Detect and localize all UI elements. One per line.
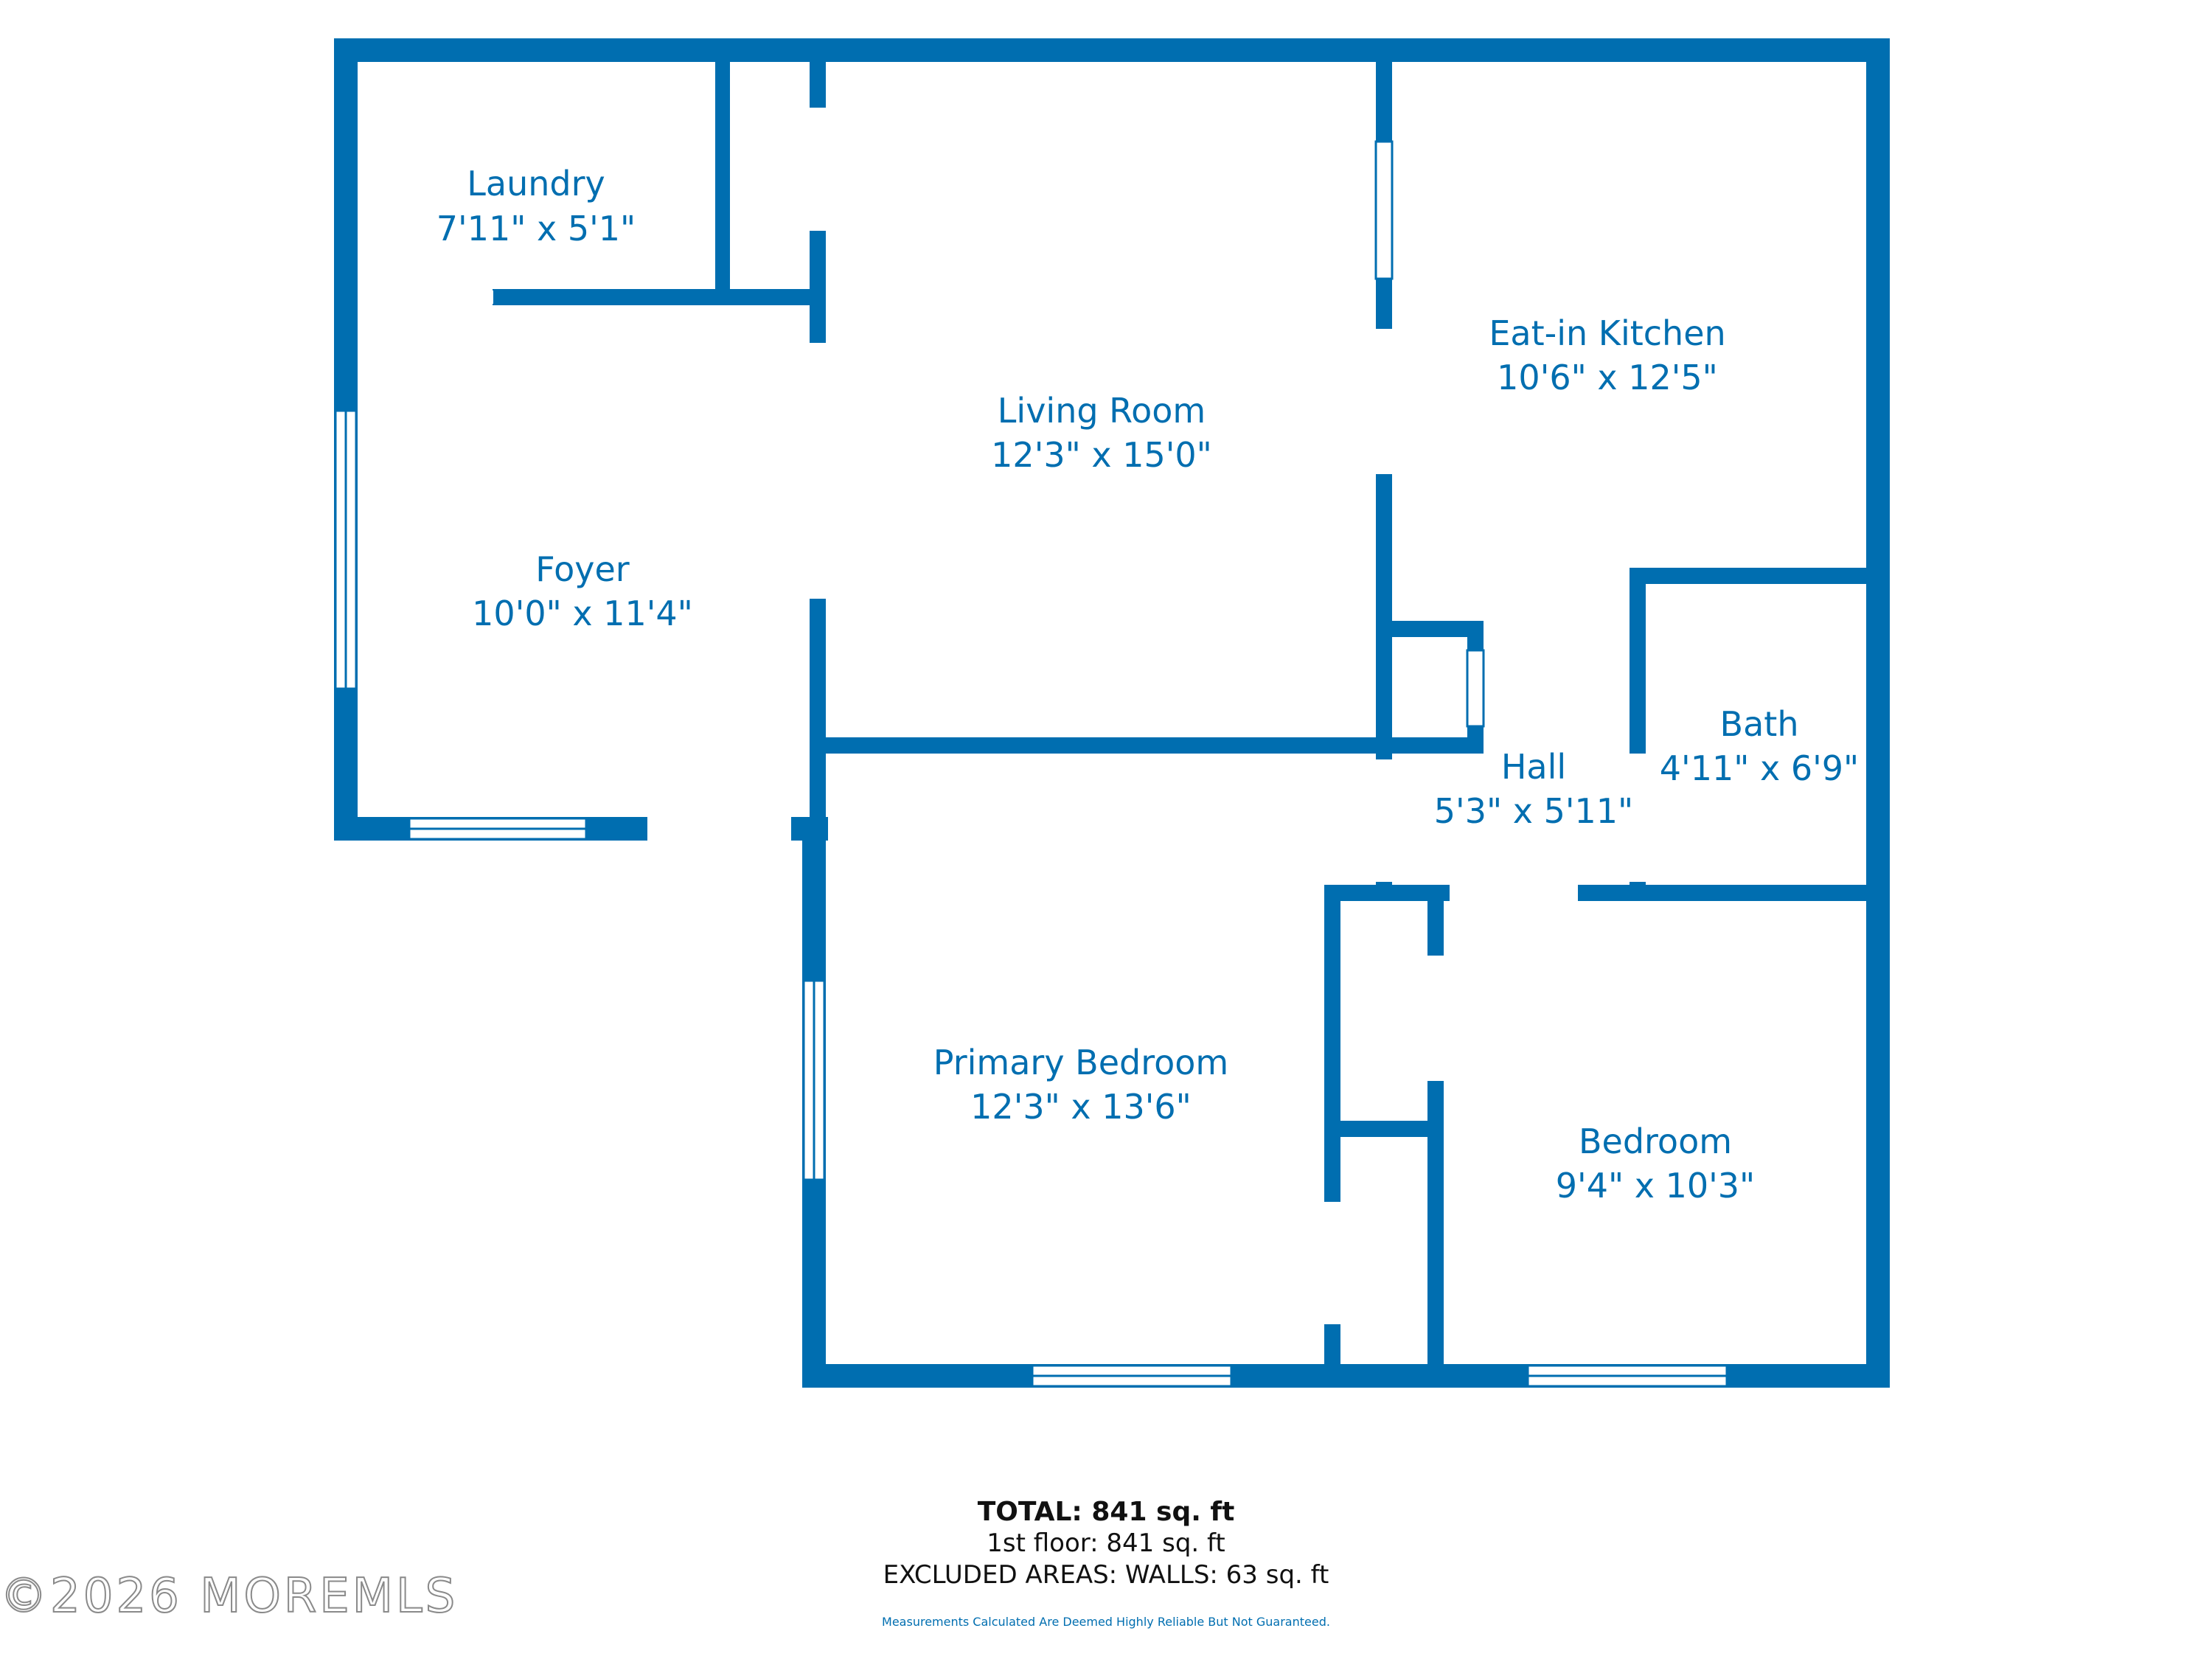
excluded-area: EXCLUDED AREAS: WALLS: 63 sq. ft	[883, 1560, 1329, 1590]
room-label-bath: Bath 4'11" x 6'9"	[1660, 704, 1859, 788]
watermark: ©2026 MOREMLS	[0, 1568, 459, 1624]
svg-text:Eat-in Kitchen: Eat-in Kitchen	[1489, 313, 1725, 353]
svg-text:Primary Bedroom: Primary Bedroom	[933, 1043, 1228, 1082]
svg-text:12'3" x 15'0": 12'3" x 15'0"	[991, 435, 1212, 475]
svg-text:5'3" x 5'11": 5'3" x 5'11"	[1434, 791, 1633, 831]
svg-text:Laundry: Laundry	[467, 164, 605, 204]
disclaimer: Measurements Calculated Are Deemed Highl…	[882, 1615, 1330, 1629]
svg-text:Bedroom: Bedroom	[1579, 1121, 1732, 1161]
room-label-hall: Hall 5'3" x 5'11"	[1434, 747, 1633, 831]
total-area: TOTAL: 841 sq. ft	[977, 1497, 1235, 1527]
room-label-bedroom: Bedroom 9'4" x 10'3"	[1556, 1121, 1755, 1206]
svg-text:9'4" x 10'3": 9'4" x 10'3"	[1556, 1166, 1755, 1206]
room-label-foyer: Foyer 10'0" x 11'4"	[472, 549, 693, 633]
svg-text:7'11" x 5'1": 7'11" x 5'1"	[437, 209, 636, 248]
floor-area: 1st floor: 841 sq. ft	[987, 1528, 1225, 1558]
svg-text:12'3" x 13'6": 12'3" x 13'6"	[970, 1087, 1192, 1127]
svg-text:10'0" x 11'4": 10'0" x 11'4"	[472, 594, 693, 633]
svg-text:Foyer: Foyer	[535, 549, 629, 589]
windows	[334, 140, 1728, 1388]
room-label-laundry: Laundry 7'11" x 5'1"	[437, 164, 636, 248]
room-label-living-room: Living Room 12'3" x 15'0"	[991, 391, 1212, 475]
svg-text:Bath: Bath	[1720, 704, 1799, 744]
svg-text:4'11" x 6'9": 4'11" x 6'9"	[1660, 748, 1859, 788]
svg-text:10'6" x 12'5": 10'6" x 12'5"	[1497, 358, 1718, 397]
room-label-primary-bedroom: Primary Bedroom 12'3" x 13'6"	[933, 1043, 1228, 1127]
room-label-kitchen: Eat-in Kitchen 10'6" x 12'5"	[1489, 313, 1725, 397]
svg-text:Hall: Hall	[1501, 747, 1566, 787]
svg-text:Living Room: Living Room	[998, 391, 1206, 431]
